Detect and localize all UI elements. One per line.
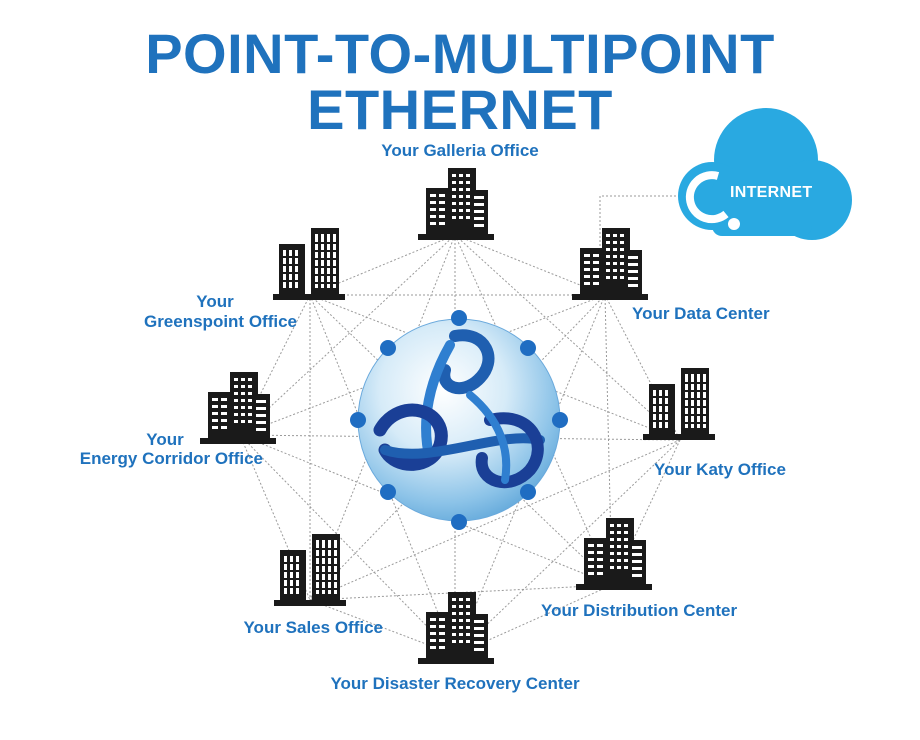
greenspoint-office-label-line2: Greenspoint Office (143, 312, 297, 331)
disaster-recovery-building-icon (418, 592, 494, 664)
disaster-recovery-center-label: Your Disaster Recovery Center (330, 674, 580, 693)
energy-corridor-office-label-line1: Your (146, 430, 184, 449)
galleria-office-label: Your Galleria Office (381, 141, 539, 160)
hub-logo (373, 329, 545, 489)
greenspoint-office-label-line1: Your (196, 292, 234, 311)
data-center-building-icon (572, 228, 648, 300)
diagram-title: POINT-TO-MULTIPOINT ETHERNET (145, 22, 775, 141)
hub-port-dots (350, 310, 568, 530)
katy-office-label: Your Katy Office (654, 460, 786, 479)
internet-label: INTERNET (730, 184, 813, 201)
sales-office-label: Your Sales Office (243, 618, 383, 637)
energy-corridor-office-label-line2: Energy Corridor Office (79, 449, 263, 468)
internet-cloud-icon (678, 108, 852, 240)
galleria-office-building-icon (418, 168, 494, 240)
hub-globe (350, 310, 568, 530)
data-center-label: Your Data Center (632, 304, 770, 323)
distribution-center-label: Your Distribution Center (541, 601, 738, 620)
katy-office-building-icon (643, 368, 715, 440)
greenspoint-office-building-icon (273, 228, 345, 300)
